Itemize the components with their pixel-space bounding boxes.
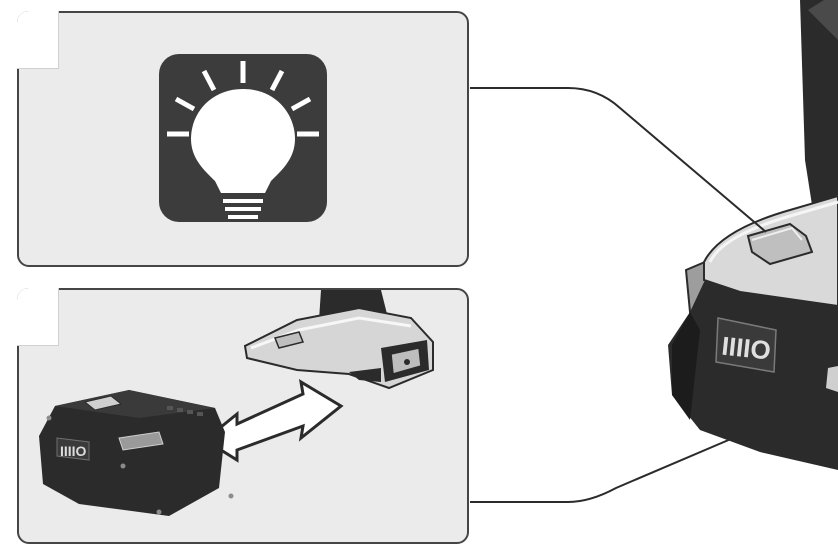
battery-top <box>55 390 215 418</box>
battery-indicator-window <box>715 317 777 373</box>
battery-indicator-label: IIIIO <box>60 443 87 459</box>
battery-screws <box>46 415 234 515</box>
battery-ridges <box>167 406 203 416</box>
bulb-base-line-2 <box>225 207 261 211</box>
housing-highlight <box>708 200 838 263</box>
callout-line-top <box>470 87 767 233</box>
battery-top-tab <box>83 395 123 411</box>
bulb-base-line-3 <box>228 215 258 219</box>
mini-tool-screw <box>404 359 410 365</box>
mini-tool-underside <box>349 368 381 382</box>
bulb-base-line-1 <box>223 199 263 203</box>
battery-scene: IIIIO <box>39 290 434 516</box>
light-rays <box>167 61 319 137</box>
tool-side-detail <box>826 366 838 392</box>
tool-battery-indicator-label: IIIIO <box>720 331 772 366</box>
step-badge-2 <box>17 288 59 346</box>
battery-panel: IIIIO <box>17 288 469 544</box>
tool-handle-highlight <box>808 0 838 40</box>
release-button-highlight <box>751 226 803 241</box>
lightbulb-icon <box>159 54 327 222</box>
mini-tool-button <box>273 331 305 349</box>
battery-indicator-window <box>56 437 90 461</box>
bulb-glass <box>191 89 295 193</box>
tip-panel <box>17 11 469 267</box>
battery-body <box>668 280 838 470</box>
battery-latch <box>118 431 164 451</box>
callout-line-bottom <box>470 429 753 503</box>
battery-pack <box>39 390 225 516</box>
tool-handle <box>800 0 838 205</box>
step-badge-1 <box>17 11 59 69</box>
battery-side-shade <box>672 312 700 420</box>
double-arrow-icon <box>202 379 344 463</box>
